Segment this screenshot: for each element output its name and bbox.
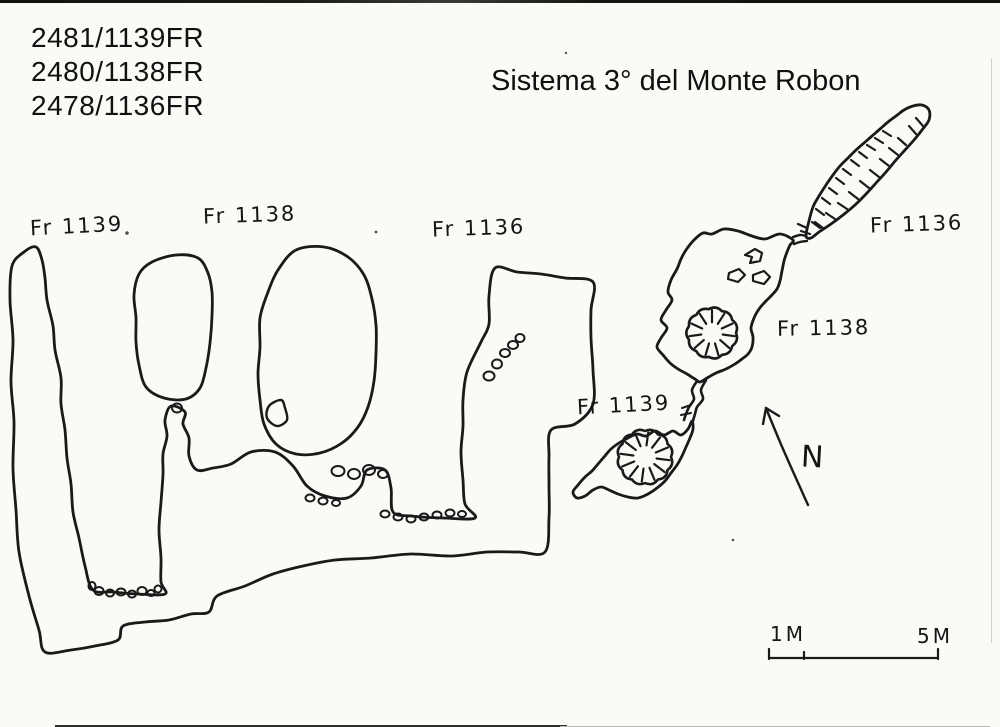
rubble-stone (105, 588, 115, 598)
north-arrow-head (761, 406, 781, 426)
rubble-stone (482, 370, 496, 382)
catalog-number-1: 2481/1139FR (31, 22, 205, 53)
label-fr1138-plan: Fr 1138 (776, 315, 871, 341)
profile-wall-block-b (256, 245, 378, 457)
label-fr1136-profile: Fr 1136 (431, 214, 526, 242)
plan-neck-wall-top (791, 233, 808, 239)
catalog-numbers: 2481/1139FR 2480/1138FR 2478/1136FR (31, 21, 204, 123)
label-north: N (800, 439, 825, 476)
rubble-stone (514, 333, 526, 343)
label-fr1139-profile: Fr 1139 (29, 211, 124, 241)
plan-boulder-1 (743, 247, 764, 265)
plan-passage-wall-right (691, 378, 708, 423)
catalog-number-3: 2478/1136FR (31, 90, 205, 121)
scale-bar (767, 647, 940, 661)
rubble-stone (405, 514, 417, 524)
pit-symbol-fr1139 (616, 428, 674, 486)
plan-chamber-fr1136 (804, 103, 932, 240)
rubble-stones (87, 333, 526, 599)
scan-edge-top (0, 0, 1000, 3)
rubble-stone (317, 496, 329, 506)
rubble-stone (153, 584, 163, 594)
pit-symbol-fr1138 (685, 306, 739, 360)
catalog-number-2: 2480/1138FR (31, 56, 205, 87)
rubble-stone (379, 509, 391, 519)
rubble-stone (392, 512, 404, 522)
rubble-stone (146, 589, 156, 597)
rubble-stone (491, 358, 503, 370)
rubble-stone (444, 508, 456, 518)
rubble-stone (431, 510, 443, 520)
north-arrow (761, 406, 810, 507)
plan-neck-wall-bottom (792, 239, 809, 246)
scale-label-5m: 5M (917, 624, 953, 648)
plan-passage-squeeze-marks (680, 404, 692, 416)
profile-main-rock-mass (8, 245, 596, 655)
rubble-stone (171, 402, 183, 414)
rubble-stone (127, 589, 137, 599)
rubble-stone (499, 348, 511, 358)
rubble-stone (362, 464, 376, 476)
profile-small-ledge (265, 398, 289, 428)
plan-chamber-fr1138 (655, 227, 795, 384)
plan-boulder-3 (751, 269, 772, 286)
hachure-ticks-fr1136 (796, 116, 925, 236)
rubble-stone (347, 468, 361, 480)
label-fr1139-plan: Fr 1139 (576, 390, 671, 420)
rubble-stone (331, 499, 341, 507)
rubble-stone (457, 510, 467, 518)
rubble-stone (136, 586, 148, 596)
rubble-stone (93, 586, 105, 596)
rubble-stone (377, 469, 389, 479)
label-fr1136-plan: Fr 1136 (869, 210, 964, 238)
profile-wall-block-a (132, 253, 214, 402)
rubble-stone (507, 340, 519, 350)
rubble-stone (418, 512, 430, 522)
scan-edge-bottom (55, 725, 567, 727)
rubble-stone (87, 581, 97, 591)
rubble-stone (115, 587, 127, 597)
scale-label-1m: 1M (770, 622, 806, 646)
rubble-stone (304, 493, 316, 503)
map-title: Sistema 3° del Monte Robon (491, 65, 861, 97)
plan-boulder-2 (726, 267, 747, 284)
scan-specks (125, 51, 735, 542)
label-fr1138-profile: Fr 1138 (202, 201, 297, 229)
rubble-stone (330, 465, 346, 477)
scan-artifact-line (991, 58, 992, 643)
